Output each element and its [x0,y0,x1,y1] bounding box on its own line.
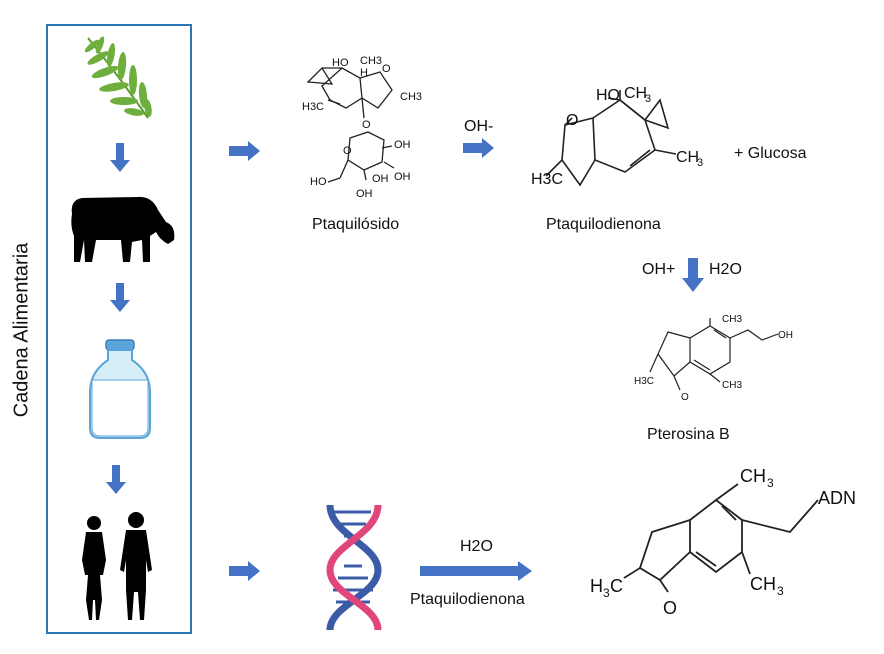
milk-bottle-icon [89,339,151,439]
svg-text:C: C [610,576,623,596]
svg-text:3: 3 [777,584,784,598]
compound-name: Ptaquilodienona [546,216,661,233]
arrow-icon [229,561,260,581]
atom-label: O [566,112,578,129]
atom-label: OH [356,188,373,200]
atom-label: CH3 [722,380,742,391]
humans-icon [82,512,152,620]
compound-name: Ptaquilósido [312,216,400,233]
arrow-icon [463,138,494,158]
atom-label: CH3 [400,91,422,103]
atom-label: H3C [302,101,324,113]
svg-text:3: 3 [603,586,610,600]
svg-text:3: 3 [767,476,774,490]
atom-label: OH [778,330,793,341]
atom-label: H3C [634,376,654,387]
arrow-icon [106,465,126,494]
atom-label: OH [394,139,411,151]
pterosina-b-structure [649,318,779,391]
atom-label: O [663,598,677,618]
atom-label: O [343,145,352,157]
atom-label: CH3 [360,55,382,67]
ptaquilodienona-structure [545,90,677,187]
atom-label: CH3 [722,314,742,325]
reagent-label: H2O [460,538,493,555]
arrow-icon [229,141,260,161]
compound-name: Pterosina B [647,426,730,443]
atom-label: HO [332,57,349,69]
svg-text:CH: CH [750,574,776,594]
atom-label: HO [596,87,620,104]
atom-label: H [360,67,368,79]
dna-icon [326,504,382,631]
atom-label: O [362,119,371,131]
fern-icon [84,36,152,119]
reagent-label: OH+ [642,261,676,278]
atom-label: HO [310,176,327,188]
agent-label: Ptaquilodienona [410,591,525,608]
svg-text:CH: CH [740,466,766,486]
svg-text:CH: CH [624,85,647,102]
cow-icon [71,196,175,262]
adn-adduct-structure [623,483,819,593]
atom-label: O [382,63,391,75]
byproduct-label: + Glucosa [734,145,807,162]
reagent-label: OH- [464,118,494,135]
atom-label: O [681,392,689,403]
atom-label: H3C [531,171,563,188]
svg-text:H: H [590,576,603,596]
svg-text:3: 3 [697,157,703,169]
reagent-label: H2O [709,261,742,278]
ptaquilosido-structure [306,66,395,183]
sidebar-arrows [106,143,130,494]
atom-label: OH [394,171,411,183]
food-chain-box [46,24,192,634]
atom-label: ADN [818,488,856,508]
arrow-icon [110,283,130,312]
arrow-icon [420,561,532,581]
atom-label: OH [372,173,389,185]
arrow-icon [110,143,130,172]
svg-text:CH: CH [676,149,699,166]
arrow-icon [682,258,704,292]
svg-text:3: 3 [645,93,651,105]
